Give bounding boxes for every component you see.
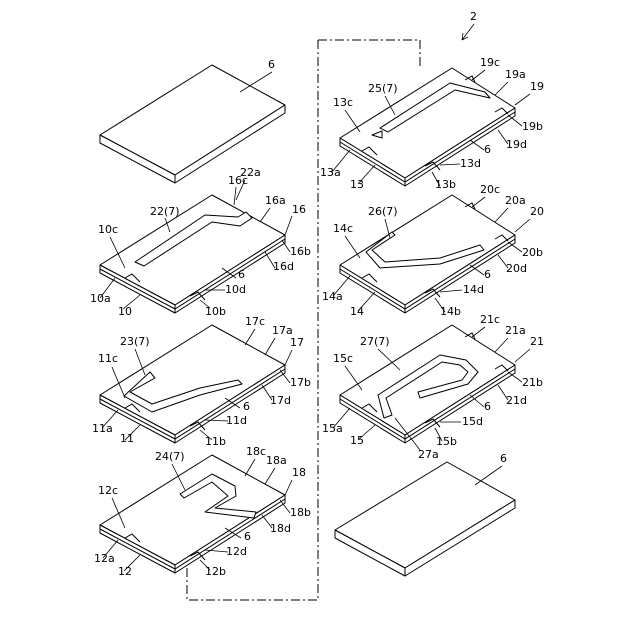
svg-text:24(7): 24(7) bbox=[155, 450, 185, 463]
svg-text:18b: 18b bbox=[290, 506, 311, 519]
svg-text:15c: 15c bbox=[333, 352, 353, 365]
assembly-ref-label: 2 bbox=[470, 10, 477, 23]
svg-text:16: 16 bbox=[292, 203, 306, 216]
left-plate-1 bbox=[100, 195, 285, 313]
svg-text:12b: 12b bbox=[205, 565, 226, 578]
svg-text:10c: 10c bbox=[98, 223, 118, 236]
svg-text:6: 6 bbox=[484, 143, 491, 156]
right-bottom-sheet bbox=[335, 462, 515, 576]
right-bottom-sheet-leader bbox=[475, 466, 502, 485]
svg-text:11c: 11c bbox=[98, 352, 118, 365]
svg-text:15b: 15b bbox=[436, 435, 457, 448]
svg-text:17b: 17b bbox=[290, 376, 311, 389]
svg-text:19c: 19c bbox=[480, 56, 500, 69]
left-top-sheet-label: 6 bbox=[268, 58, 275, 71]
svg-text:20d: 20d bbox=[506, 262, 527, 275]
svg-text:19b: 19b bbox=[522, 120, 543, 133]
svg-text:21d: 21d bbox=[506, 394, 527, 407]
right-plate-2 bbox=[340, 195, 515, 313]
svg-text:19d: 19d bbox=[506, 138, 527, 151]
left-plate-3 bbox=[100, 455, 285, 573]
svg-text:11d: 11d bbox=[226, 414, 247, 427]
svg-text:15d: 15d bbox=[462, 415, 483, 428]
svg-text:11a: 11a bbox=[92, 422, 113, 435]
svg-text:13d: 13d bbox=[460, 157, 481, 170]
svg-text:17: 17 bbox=[290, 336, 304, 349]
svg-text:20b: 20b bbox=[522, 246, 543, 259]
svg-text:23(7): 23(7) bbox=[120, 335, 150, 348]
svg-text:6: 6 bbox=[243, 400, 250, 413]
svg-text:15: 15 bbox=[350, 434, 364, 447]
svg-text:19: 19 bbox=[530, 80, 544, 93]
svg-text:21b: 21b bbox=[522, 376, 543, 389]
svg-text:12d: 12d bbox=[226, 545, 247, 558]
svg-text:19a: 19a bbox=[505, 68, 526, 81]
svg-text:13a: 13a bbox=[320, 166, 341, 179]
svg-text:14d: 14d bbox=[463, 283, 484, 296]
svg-text:20: 20 bbox=[530, 205, 544, 218]
svg-text:21a: 21a bbox=[505, 324, 526, 337]
svg-text:15a: 15a bbox=[322, 422, 343, 435]
svg-text:18d: 18d bbox=[270, 522, 291, 535]
svg-text:27a: 27a bbox=[418, 448, 439, 461]
svg-text:14a: 14a bbox=[322, 290, 343, 303]
svg-text:16d: 16d bbox=[273, 260, 294, 273]
svg-text:12a: 12a bbox=[94, 552, 115, 565]
svg-text:17d: 17d bbox=[270, 394, 291, 407]
svg-text:14b: 14b bbox=[440, 305, 461, 318]
svg-text:13c: 13c bbox=[333, 96, 353, 109]
right-plate-1 bbox=[340, 68, 515, 186]
svg-text:6: 6 bbox=[484, 268, 491, 281]
right-bottom-sheet-label: 6 bbox=[500, 452, 507, 465]
svg-text:27(7): 27(7) bbox=[360, 335, 390, 348]
svg-text:22(7): 22(7) bbox=[150, 205, 180, 218]
assembly-ref-arrow bbox=[462, 24, 474, 40]
svg-text:18a: 18a bbox=[266, 454, 287, 467]
svg-text:17c: 17c bbox=[245, 315, 265, 328]
svg-text:6: 6 bbox=[244, 530, 251, 543]
svg-text:10a: 10a bbox=[90, 292, 111, 305]
svg-text:18: 18 bbox=[292, 466, 306, 479]
svg-text:25(7): 25(7) bbox=[368, 82, 398, 95]
svg-text:6: 6 bbox=[484, 400, 491, 413]
svg-text:21: 21 bbox=[530, 335, 544, 348]
svg-text:26(7): 26(7) bbox=[368, 205, 398, 218]
svg-text:6: 6 bbox=[238, 268, 245, 281]
svg-text:10d: 10d bbox=[225, 283, 246, 296]
svg-text:18c: 18c bbox=[246, 445, 266, 458]
svg-text:14c: 14c bbox=[333, 222, 353, 235]
svg-text:21c: 21c bbox=[480, 313, 500, 326]
svg-text:16b: 16b bbox=[290, 245, 311, 258]
svg-text:12: 12 bbox=[118, 565, 132, 578]
svg-text:13b: 13b bbox=[435, 178, 456, 191]
svg-text:16a: 16a bbox=[265, 194, 286, 207]
svg-text:20c: 20c bbox=[480, 183, 500, 196]
svg-text:12c: 12c bbox=[98, 484, 118, 497]
svg-text:20a: 20a bbox=[505, 194, 526, 207]
